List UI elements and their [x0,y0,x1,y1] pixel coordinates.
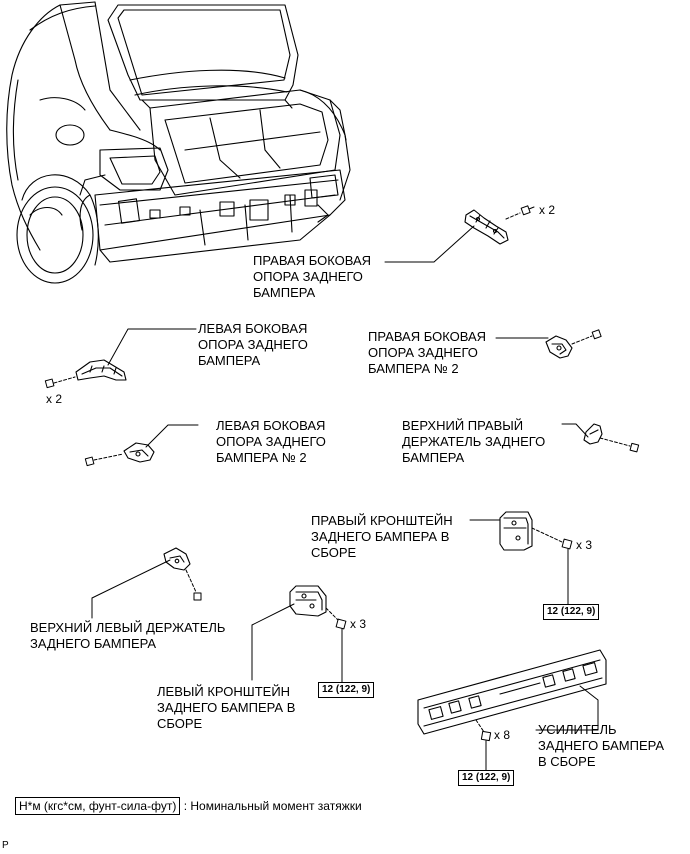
label-right-bracket: ПРАВЫЙ КРОНШТЕЙН ЗАДНЕГО БАМПЕРА В СБОРЕ [311,513,453,560]
left-side-support-bolt [44,376,76,389]
upper-right-retainer-bolt [599,437,640,453]
torque-left-bracket: 12 (122, 9) [318,682,375,698]
left-side-support-2-leader [145,424,199,448]
right-bracket-bolt [531,527,573,550]
torque-legend: Н*м (кгс*см, фунт-сила-фут) : Номинальны… [15,797,362,815]
left-side-support-2-part [123,442,155,463]
label-reinforcement: УСИЛИТЕЛЬ ЗАДНЕГО БАМПЕРА В СБОРЕ [538,722,665,769]
upper-right-retainer-leader [561,423,589,438]
right-side-support-leader [384,225,475,263]
label-upper-left-retainer: ВЕРХНИЙ ЛЕВЫЙ ДЕРЖАТЕЛЬ ЗАДНЕГО БАМПЕРА [30,620,226,651]
torque-reinforcement: 12 (122, 9) [458,770,515,786]
reinforcement-bolt [475,719,492,742]
right-side-support-bolt [505,205,535,220]
corner-mark: P [2,840,9,851]
label-right-side-support: ПРАВАЯ БОКОВАЯ ОПОРА ЗАДНЕГО БАМПЕРА [253,253,372,300]
car-rear-body [6,1,351,284]
left-bracket-leader [251,603,295,681]
right-side-support-2-bolt [571,329,602,345]
reinforcement-leader [535,685,599,731]
left-bracket-bolt [325,607,347,630]
reinforcement-part [417,649,607,735]
right-side-support-2-part [545,335,573,359]
label-upper-right-retainer: ВЕРХНИЙ ПРАВЫЙ ДЕРЖАТЕЛЬ ЗАДНЕГО БАМПЕРА [402,418,546,465]
qty-left-support-bolts: x 2 [46,392,63,406]
legend-description: : Номинальный момент затяжки [183,799,362,813]
right-side-support-part [464,209,509,245]
upper-left-retainer-bolt [185,569,202,601]
right-bracket-part [499,511,533,551]
torque-right-bracket: 12 (122, 9) [543,604,600,620]
upper-left-retainer-leader [91,559,171,619]
label-left-side-support-2: ЛЕВАЯ БОКОВАЯ ОПОРА ЗАДНЕГО БАМПЕРА № 2 [216,418,326,465]
legend-unit-box: Н*м (кгс*см, фунт-сила-фут) [15,797,181,815]
label-left-side-support: ЛЕВАЯ БОКОВАЯ ОПОРА ЗАДНЕГО БАМПЕРА [198,321,308,368]
qty-left-bracket-bolts: x 3 [350,617,367,631]
left-side-support-part [75,359,127,381]
left-side-support-2-bolt [84,453,124,467]
upper-right-retainer-part [583,423,603,445]
label-left-bracket: ЛЕВЫЙ КРОНШТЕЙН ЗАДНЕГО БАМПЕРА В СБОРЕ [157,684,296,731]
qty-reinforcement-bolts: x 8 [494,728,511,742]
qty-right-support-bolts: x 2 [539,203,556,217]
left-side-support-leader [107,328,197,366]
qty-right-bracket-bolts: x 3 [576,538,593,552]
left-bracket-part [289,585,327,617]
upper-left-retainer-part [163,547,191,571]
label-right-side-support-2: ПРАВАЯ БОКОВАЯ ОПОРА ЗАДНЕГО БАМПЕРА № 2 [368,329,487,376]
